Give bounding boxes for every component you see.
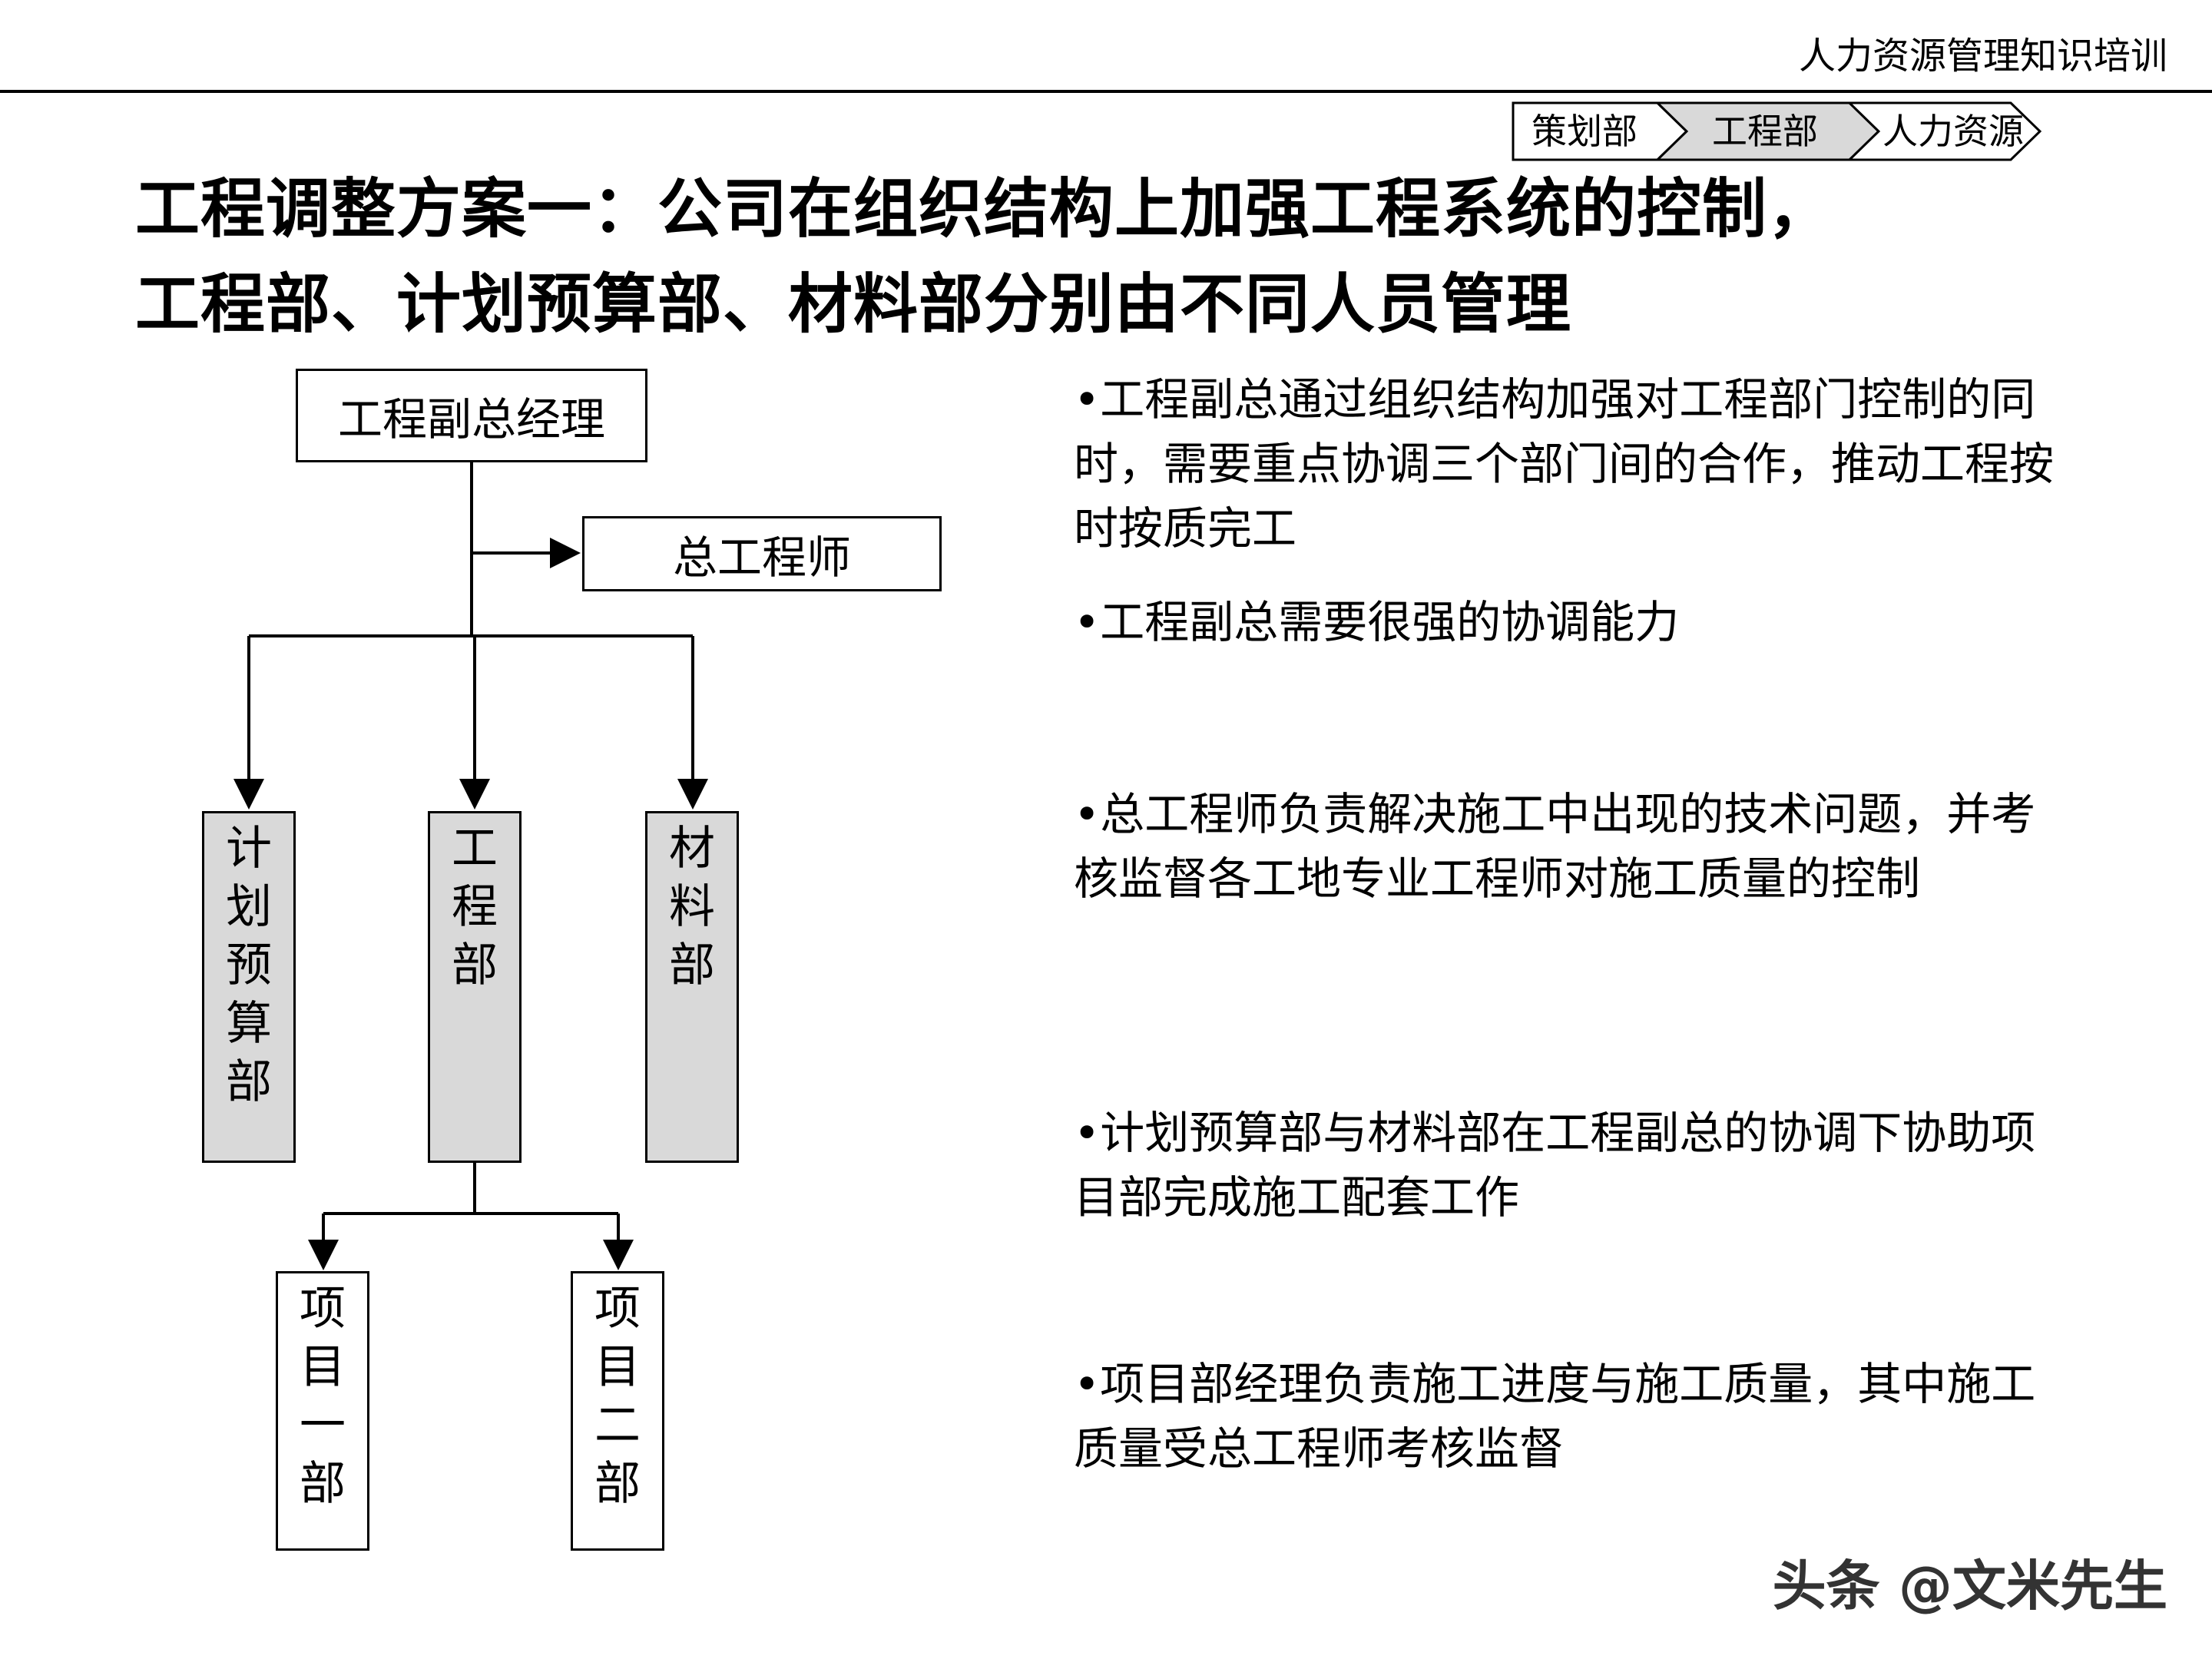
bullet-item-3: •总工程师负责解决施工中出现的技术问题，并考核监督各工地专业工程师对施工质量的控… xyxy=(1074,788,2036,905)
node-deputy-gm: 工程副总经理 xyxy=(296,369,647,462)
node-project-dept-2-label: 项目二部 xyxy=(594,1282,641,1511)
node-materials-dept-label: 材料部 xyxy=(669,822,715,992)
node-planning-budget-dept: 计划预算部 xyxy=(202,811,296,1163)
page-title-line-2: 工程部、计划预算部、材料部分别由不同人员管理 xyxy=(135,267,1572,342)
breadcrumb: 策划部 工程部 人力资源 xyxy=(1512,101,2049,161)
breadcrumb-item-engineering[interactable]: 工程部 xyxy=(1712,111,1818,152)
node-chief-engineer: 总工程师 xyxy=(582,516,942,591)
node-materials-dept: 材料部 xyxy=(645,811,739,1163)
bullet-item-4: •计划预算部与材料部在工程副总的协调下协助项目部完成施工配套工作 xyxy=(1074,1107,2036,1224)
node-engineering-dept: 工程部 xyxy=(428,811,522,1163)
breadcrumb-chevrons xyxy=(1512,101,2042,161)
page-title-line-1: 工程调整方案一：公司在组织结构上加强工程系统的控制， xyxy=(135,171,1833,247)
node-project-dept-1-label: 项目一部 xyxy=(300,1282,346,1511)
header-divider xyxy=(0,90,2212,93)
watermark-text: 头条 @文米先生 xyxy=(1772,1555,2167,1618)
page-title: 工程调整方案一：公司在组织结构上加强工程系统的控制， 工程部、计划预算部、材料部… xyxy=(135,161,2132,352)
bullet-item-2: •工程副总需要很强的协调能力 xyxy=(1074,596,1680,648)
bullet-item-5: •项目部经理负责施工进度与施工质量，其中施工质量受总工程师考核监督 xyxy=(1074,1358,2036,1475)
breadcrumb-item-planning[interactable]: 策划部 xyxy=(1532,111,1637,152)
node-project-dept-2: 项目二部 xyxy=(571,1271,664,1551)
node-engineering-dept-label: 工程部 xyxy=(452,822,498,992)
node-project-dept-1: 项目一部 xyxy=(276,1271,369,1551)
header-title: 人力资源管理知识培训 xyxy=(1798,35,2167,78)
node-planning-budget-dept-label: 计划预算部 xyxy=(226,822,272,1109)
bullet-item-1: •工程副总通过组织结构加强对工程部门控制的同时，需要重点协调三个部门间的合作，推… xyxy=(1074,373,2055,555)
breadcrumb-item-hr[interactable]: 人力资源 xyxy=(1883,111,2024,152)
